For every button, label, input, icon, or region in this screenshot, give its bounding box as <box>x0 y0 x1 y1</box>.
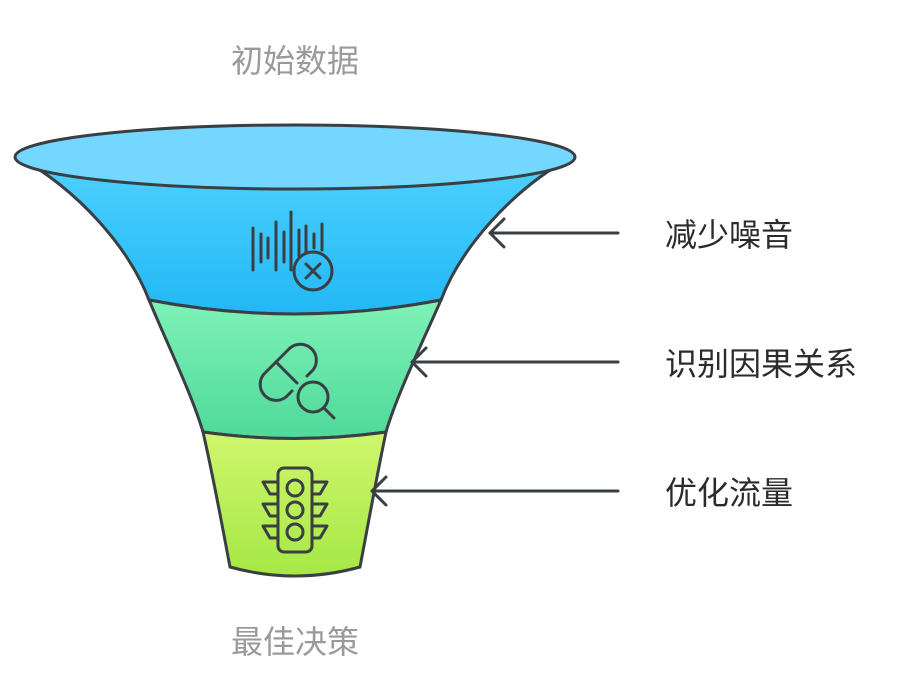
funnel-stage-2-shape <box>146 297 444 440</box>
funnel-bottom-label: 最佳决策 <box>231 623 359 661</box>
arrow-stage-2 <box>410 346 620 378</box>
arrow-stage-1 <box>488 217 620 249</box>
stage-label-identify-causality: 识别因果关系 <box>665 345 857 383</box>
noise-cancel-icon <box>251 210 334 292</box>
traffic-light-icon <box>261 466 329 554</box>
stage-label-optimize-flow: 优化流量 <box>665 474 793 512</box>
capsule-search-icon <box>258 342 336 420</box>
arrow-stage-3 <box>370 475 620 507</box>
funnel-stage-3-shape <box>201 430 388 578</box>
funnel-top-label: 初始数据 <box>231 42 359 80</box>
funnel-rim <box>13 123 577 191</box>
stage-label-reduce-noise: 减少噪音 <box>665 216 793 254</box>
